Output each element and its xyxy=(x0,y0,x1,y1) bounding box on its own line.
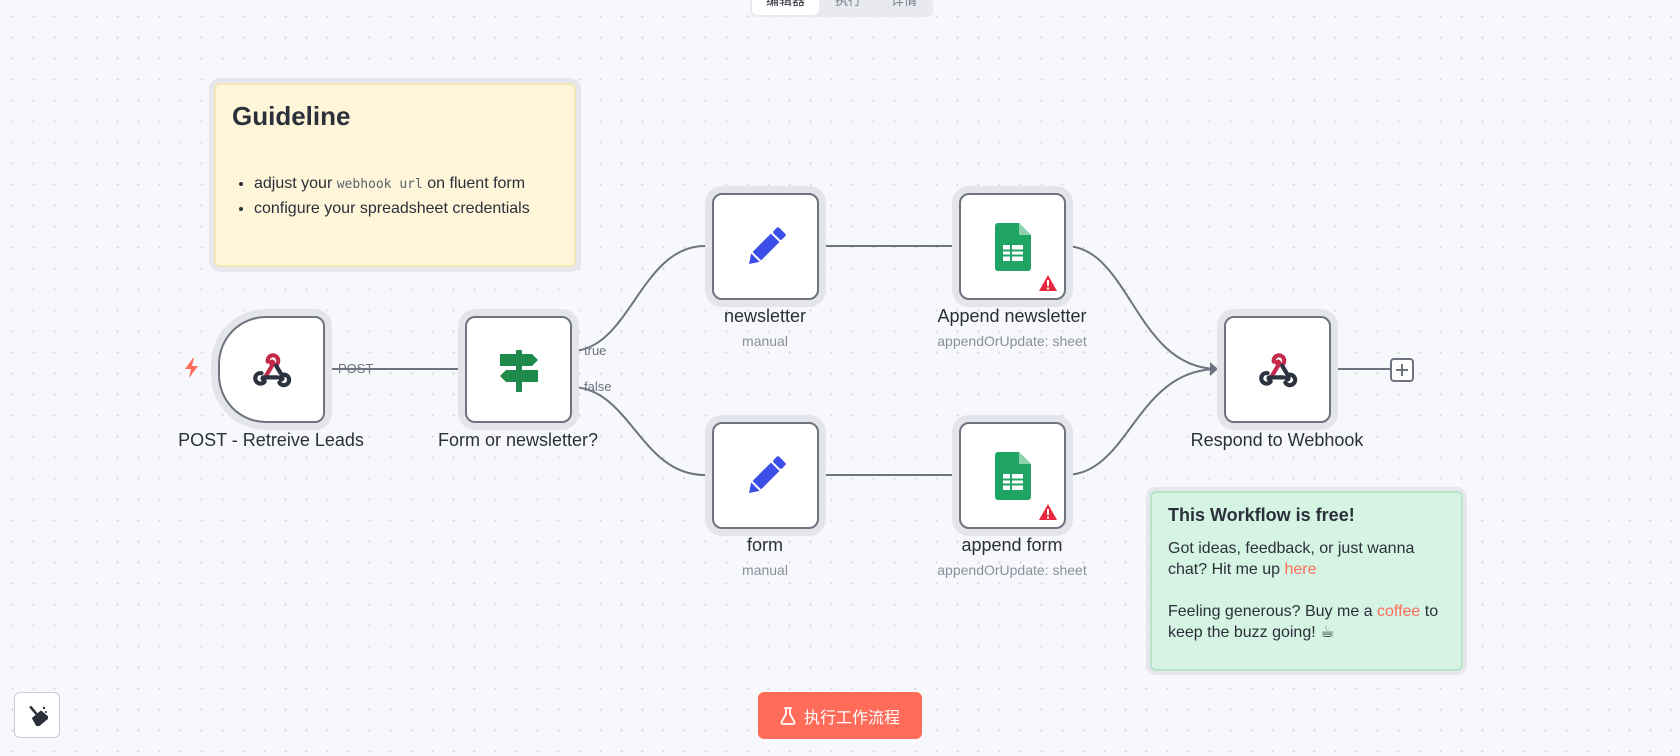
here-link[interactable]: here xyxy=(1284,561,1317,578)
webhook-icon xyxy=(252,352,291,387)
sticky-paragraph: Feeling generous? Buy me a coffee to kee… xyxy=(1168,601,1453,643)
tidy-up-button[interactable] xyxy=(14,692,60,738)
edge-append-form-to-respond xyxy=(1064,368,1219,476)
plus-icon xyxy=(1396,364,1408,376)
sticky-text: Got ideas, feedback, or just wanna chat?… xyxy=(1168,540,1415,578)
node-append-newsletter[interactable] xyxy=(959,193,1066,300)
node-name: POST - Retreive Leads xyxy=(178,430,364,450)
tab-details[interactable]: 详情 xyxy=(891,0,918,8)
sticky-text: to keep the buzz going! ☕ xyxy=(1168,603,1439,641)
node-name: form xyxy=(747,535,783,555)
node-webhook-trigger[interactable] xyxy=(218,316,325,423)
execute-workflow-button[interactable]: 执行工作流程 xyxy=(758,692,922,739)
node-append-form[interactable] xyxy=(959,422,1066,529)
google-sheets-icon xyxy=(994,222,1031,271)
list-item: adjust your webhook url on fluent form xyxy=(254,172,530,197)
warning-icon[interactable] xyxy=(1038,274,1058,292)
trigger-bolt-icon xyxy=(185,358,198,378)
node-respond-to-webhook[interactable] xyxy=(1224,316,1331,423)
warning-icon[interactable] xyxy=(1038,503,1058,521)
sticky-title: Guideline xyxy=(232,101,351,131)
node-subtitle: manual xyxy=(742,562,788,578)
sticky-body: Got ideas, feedback, or just wanna chat?… xyxy=(1168,538,1453,643)
node-form-or-newsletter[interactable] xyxy=(465,316,572,423)
sticky-title: This Workflow is free! xyxy=(1168,505,1355,525)
output-label-false: false xyxy=(584,379,612,394)
webhook-icon xyxy=(1258,352,1297,387)
arrow-head xyxy=(1210,362,1218,376)
pencil-icon xyxy=(748,455,786,493)
list-item-text: adjust your xyxy=(254,175,337,192)
node-name: Respond to Webhook xyxy=(1190,430,1364,450)
node-name: newsletter xyxy=(723,306,807,326)
node-subtitle: appendOrUpdate: sheet xyxy=(937,562,1087,578)
list-item: configure your spreadsheet credentials xyxy=(254,197,530,221)
execute-workflow-label: 执行工作流程 xyxy=(803,709,900,727)
node-name: Form or newsletter? xyxy=(437,430,599,450)
node-subtitle: manual xyxy=(742,333,788,349)
sticky-note-free-workflow[interactable]: This Workflow is free! Got ideas, feedba… xyxy=(1150,491,1463,671)
guideline-list: adjust your webhook url on fluent form c… xyxy=(236,172,530,221)
flask-icon xyxy=(780,706,796,725)
google-sheets-icon xyxy=(994,451,1031,500)
list-item-text: on fluent form xyxy=(422,175,526,192)
add-node-button[interactable] xyxy=(1390,358,1414,382)
inline-code: webhook url xyxy=(336,177,423,192)
pencil-icon xyxy=(748,226,786,264)
broom-icon xyxy=(29,705,48,726)
coffee-link[interactable]: coffee xyxy=(1377,603,1421,620)
sticky-paragraph: Got ideas, feedback, or just wanna chat?… xyxy=(1168,538,1453,580)
tab-executions[interactable]: 执行 xyxy=(835,0,862,8)
tab-editor[interactable]: 编辑器 xyxy=(752,0,820,15)
node-name: Append newsletter xyxy=(937,306,1087,326)
node-form[interactable] xyxy=(712,422,819,529)
sticky-text: Feeling generous? Buy me a xyxy=(1168,603,1378,620)
view-tabs: 编辑器 执行 详情 xyxy=(750,0,934,17)
output-label-true: true xyxy=(584,343,607,358)
sticky-note-guideline[interactable]: Guideline adjust your webhook url on flu… xyxy=(214,83,576,267)
node-newsletter[interactable] xyxy=(712,193,819,300)
node-name: append form xyxy=(961,535,1063,555)
node-subtitle: appendOrUpdate: sheet xyxy=(937,333,1087,349)
output-label: POST xyxy=(338,361,374,376)
signpost-icon xyxy=(499,349,538,392)
